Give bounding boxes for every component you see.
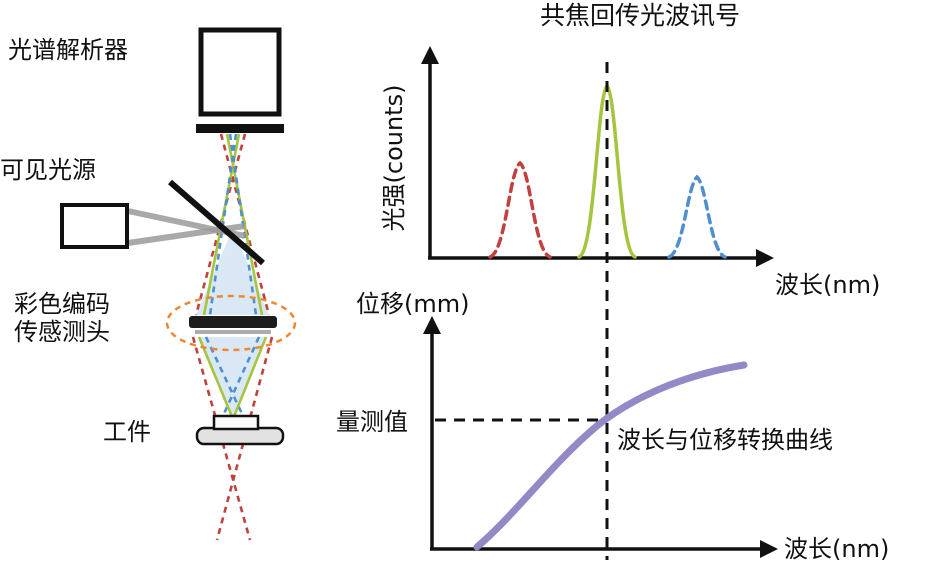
probe-lens-shadow: [195, 330, 271, 334]
entrance-slit-bar: [196, 124, 284, 133]
signal-y-label: 光强(counts): [380, 85, 408, 232]
ray-green-lower-1: [197, 336, 235, 420]
signal-x-label: 波长(nm): [775, 271, 880, 299]
probe-label-line1: 彩色编码: [14, 290, 110, 318]
light-source-label: 可见光源: [0, 156, 96, 184]
workpiece-top: [212, 414, 260, 431]
probe-label-line2: 传感测头: [14, 318, 110, 346]
signal-x-axis-arrow-icon: [756, 249, 774, 267]
workpiece-base: [195, 426, 285, 446]
beam-splitter: [168, 179, 265, 266]
measured-value-label: 量测值: [336, 408, 408, 436]
focus-cone-lower: [199, 337, 266, 419]
signal-chart: 共焦回传光波讯号 光强(counts) 波长(nm): [380, 1, 880, 299]
signal-chart-title: 共焦回传光波讯号: [540, 1, 740, 30]
optical-schematic: 光谱解析器 可见光源 彩色编码 传感测头 工件: [0, 27, 297, 541]
ray-blue-lower-2: [220, 336, 261, 419]
probe-lens: [189, 316, 277, 328]
conversion-y-label: 位移(mm): [356, 290, 469, 318]
ray-red-lower-2: [215, 336, 274, 541]
blue-wavelength-peak: [667, 174, 727, 259]
green-wavelength-peak: [577, 83, 637, 259]
spectrometer-label: 光谱解析器: [8, 36, 128, 64]
conversion-curve-label: 波长与位移转换曲线: [617, 426, 833, 454]
conversion-x-axis-arrow-icon: [760, 540, 778, 558]
probe-marker-ellipse: [165, 294, 297, 352]
ray-blue-lower-1: [204, 336, 246, 419]
ray-green-lower-2: [231, 336, 268, 420]
conversion-y-axis-arrow-icon: [423, 316, 441, 334]
conversion-chart: 位移(mm) 量测值 波长与位移转换曲线 波长(nm): [336, 290, 889, 563]
signal-y-axis-arrow-icon: [421, 46, 439, 64]
conversion-x-label: 波长(nm): [784, 535, 889, 563]
workpiece-label: 工件: [103, 418, 151, 446]
conversion-curve: [473, 361, 748, 551]
light-source-box: [60, 203, 129, 249]
spectrometer-box: [198, 27, 282, 117]
ray-red-lower-1: [191, 336, 252, 541]
red-wavelength-peak: [488, 160, 552, 259]
focus-cone-upper: [196, 228, 269, 315]
